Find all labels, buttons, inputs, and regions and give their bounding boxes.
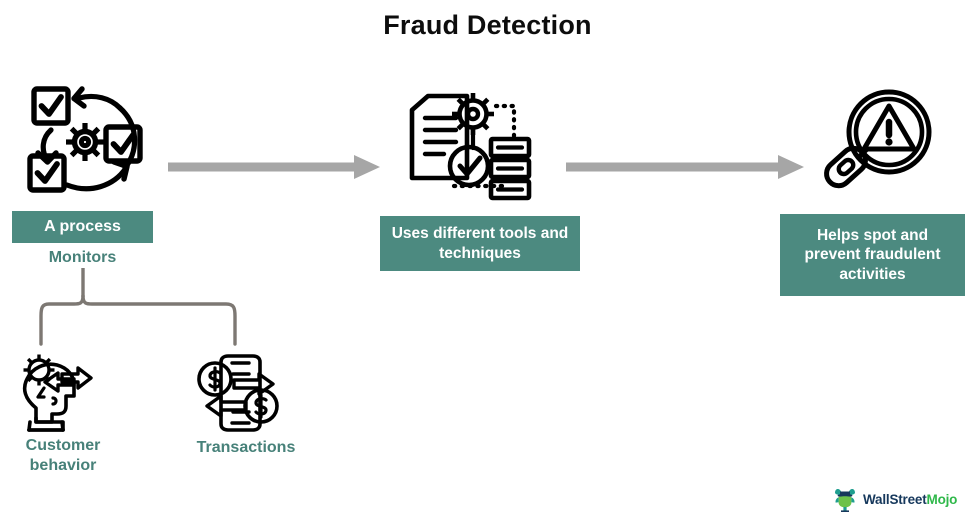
magnifier-warning-icon <box>818 86 940 198</box>
branch-bracket-connector <box>36 266 256 353</box>
money-exchange-icon <box>196 352 280 434</box>
logo-wordmark: WallStreetMojo <box>863 492 957 507</box>
flow-arrow-2 <box>566 155 804 184</box>
branch-label-line-1: Customer <box>25 437 101 454</box>
wallstreetmojo-bull-icon <box>832 486 858 512</box>
logo-word-accent: Mojo <box>926 491 958 507</box>
branch-customer-behavior-label: Customer behavior <box>2 436 124 475</box>
branch-transactions-label: Transactions <box>196 439 296 456</box>
step-1-box: A process <box>12 211 153 243</box>
flow-arrow-1 <box>168 155 380 184</box>
step-2-box-label: Uses different tools and techniques <box>391 224 569 262</box>
brand-logo: WallStreetMojo <box>832 486 957 512</box>
page-title: Fraud Detection <box>383 10 592 40</box>
step-2-box: Uses different tools and techniques <box>380 216 580 271</box>
document-gear-database-icon <box>398 92 532 202</box>
head-gear-exchange-icon <box>16 352 96 434</box>
step-1-sub-label: Monitors <box>48 249 117 266</box>
step-1-box-label: A process <box>44 217 121 235</box>
step-3-box-label: Helps spot and prevent fraudulent activi… <box>804 226 941 283</box>
step-3-box: Helps spot and prevent fraudulent activi… <box>780 214 965 296</box>
branch-label-line-2: behavior <box>29 456 97 474</box>
logo-word-primary: WallStreet <box>863 491 927 507</box>
process-cycle-icon <box>22 80 152 202</box>
